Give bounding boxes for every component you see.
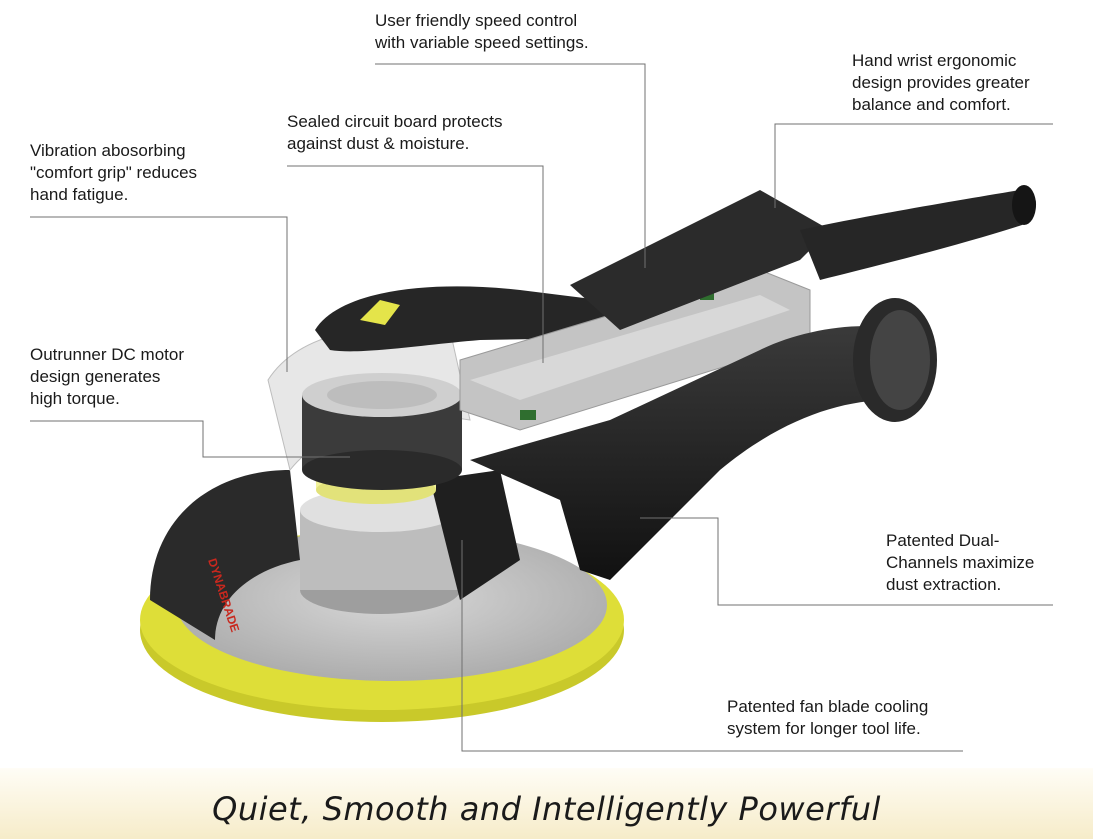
callout-line: Patented fan blade cooling [727,697,929,716]
callout-line: Sealed circuit board protects [287,112,503,131]
callout-line: Channels maximize [886,553,1035,572]
callout-line: design generates [30,367,161,386]
callout-line: Hand wrist ergonomic [852,51,1017,70]
callout-comfort-grip: Vibration abosorbing "comfort grip" redu… [30,140,197,206]
callout-motor: Outrunner DC motor design generates high… [30,344,184,410]
callout-line: User friendly speed control [375,11,578,30]
motor [302,373,462,504]
callout-line: Vibration abosorbing [30,141,186,160]
callout-circuit-board: Sealed circuit board protects against du… [287,111,502,155]
callout-line: Outrunner DC motor [30,345,184,364]
dust-channel [470,298,937,580]
callout-line: against dust & moisture. [287,134,470,153]
callout-line: Patented Dual- [886,531,1000,550]
callout-line: design provides greater [852,73,1030,92]
callout-line: with variable speed settings. [375,33,589,52]
handle [570,185,1037,330]
leader-lines [30,63,1053,752]
callout-hand-wrist: Hand wrist ergonomic design provides gre… [852,50,1030,116]
callout-line: hand fatigue. [30,185,129,204]
tagline: Quiet, Smooth and Intelligently Powerful [212,790,881,828]
footer-banner [0,768,1093,839]
callout-dual-channels: Patented Dual- Channels maximize dust ex… [886,530,1034,596]
callout-line: high torque. [30,389,120,408]
callout-speed-control: User friendly speed control with variabl… [375,10,589,54]
callout-line: dust extraction. [886,575,1002,594]
callout-line: "comfort grip" reduces [30,163,198,182]
callout-line: balance and comfort. [852,95,1011,114]
callout-fan-blade: Patented fan blade cooling system for lo… [727,696,928,740]
callout-line: system for longer tool life. [727,719,921,738]
